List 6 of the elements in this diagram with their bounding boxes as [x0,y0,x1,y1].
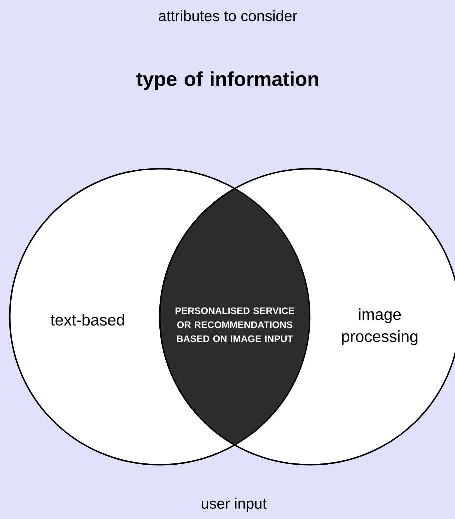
circle-label: text-based [50,314,124,326]
caption-text: attributes to consider [159,10,298,22]
title: type of information [136,72,318,90]
caption-text: user input [202,498,267,512]
circle-label: image processing [342,308,418,346]
overlap-region: PERSONALISED SERVICE OR RECOMMENDATIONS BASED ON IMAGE INPUT [176,308,294,342]
